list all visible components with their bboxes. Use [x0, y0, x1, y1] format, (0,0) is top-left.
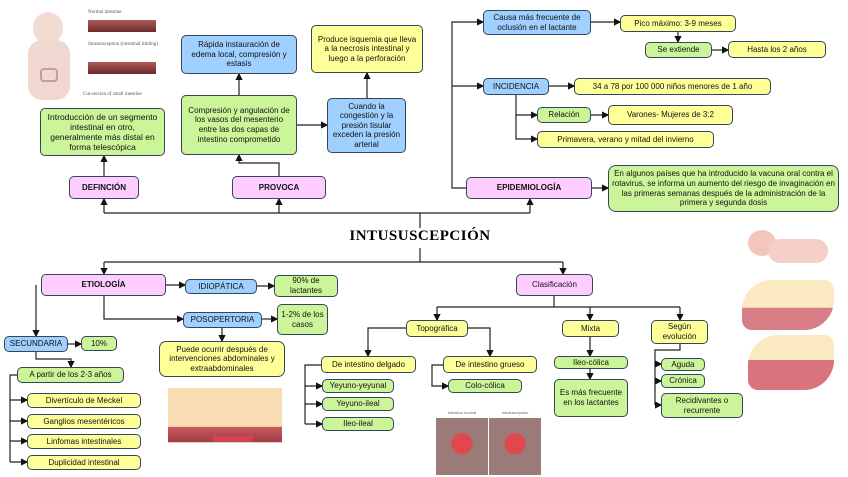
grueso-node: De intestino grueso	[443, 356, 537, 373]
connector-arrow	[35, 352, 75, 369]
causa-item: Duplicidad intestinal	[27, 455, 141, 470]
pico-node: Pico máximo: 3-9 meses	[620, 15, 736, 32]
produce-node: Produce isquemia que lleva a la necrosis…	[311, 25, 423, 73]
image-label: Cut-section of small intestine	[83, 92, 142, 97]
mixta-node: Mixta	[562, 320, 619, 337]
image-label: Normal intestine	[88, 10, 122, 15]
evolucion-item: Crónica	[661, 374, 705, 388]
delgado-item: Ileo-ileal	[322, 417, 394, 431]
connector-arrow	[451, 18, 485, 189]
idiopatica-node: IDIOPÁTICA	[185, 279, 257, 294]
etiologia-node: ETIOLOGÍA	[41, 274, 166, 296]
connector-arrow	[515, 95, 539, 143]
secundaria-node: SECUNDARIA	[4, 336, 68, 352]
diagram-title: INTUSUSCEPCIÓN	[349, 228, 491, 244]
incidencia-node: INCIDENCIA	[483, 78, 549, 95]
a-partir-node: A partir de los 2-3 años	[17, 367, 124, 383]
ileocolica-node: Ileo-cólica	[554, 356, 628, 369]
compresion-node: Compresión y angulación de los vasos del…	[181, 95, 297, 155]
vacuna-node: En algunos países que ha introducido la …	[608, 165, 839, 212]
connector-arrow	[103, 296, 185, 323]
connector-arrow	[431, 364, 450, 390]
connector-arrow	[364, 327, 406, 358]
image-label: Intususcepción	[501, 410, 529, 415]
image-label: Intussusception (intestinal folding)	[88, 42, 158, 47]
definicion-node: DEFINCIÓN	[69, 176, 139, 199]
normal-intestine-image: Intestino normal	[436, 410, 488, 475]
intussusception-image: Intususcepción	[489, 410, 541, 475]
evolucion-item: Aguda	[661, 358, 705, 371]
image-label: Intestino normal	[447, 410, 477, 415]
delgado-item: Yeyuno-ileal	[322, 397, 394, 411]
delgado-item: Yeyuno-yeyunal	[322, 379, 394, 393]
causa-node: Causa más frecuente de oclusión en el la…	[483, 10, 591, 35]
causa-item: Linfomas intestinales	[27, 434, 141, 449]
connector-arrow	[9, 374, 17, 462]
connector-arrow	[304, 364, 321, 424]
grueso-item: Colo-cólica	[448, 379, 522, 393]
relacion-node: Relación	[537, 107, 591, 123]
intussusception-section-illustration	[748, 335, 834, 390]
estacion-node: Primavera, verano y mitad del invierno	[537, 131, 714, 148]
intestine-section-illustration	[742, 280, 834, 330]
connector-arrow	[235, 153, 280, 176]
clasificacion-node: Clasificación	[516, 274, 593, 296]
cuando-node: Cuando la congestión y la presión tisula…	[327, 98, 406, 153]
provoca-node: PROVOCA	[232, 176, 326, 199]
rapida-node: Rápida instauración de edema local, comp…	[181, 35, 297, 74]
evolucion-node: Según evolución	[651, 320, 708, 344]
intestine-telescoping-illustration	[168, 388, 282, 465]
posopertoria-node: POSOPERTORIA	[183, 312, 262, 328]
causa-item: Divertículo de Meckel	[27, 393, 141, 408]
secundaria-pct: 10%	[81, 336, 117, 351]
evolucion-item: Recidivantes o recurrente	[661, 393, 743, 418]
infant-illustration	[738, 225, 838, 275]
idiopatica-pct: 90% de lactantes	[274, 275, 338, 297]
definition-text: Introducción de un segmento intestinal e…	[40, 108, 165, 156]
topografica-node: Topográfica	[406, 320, 468, 337]
ileocolica-nota: Es más frecuente en los lactantes	[554, 379, 628, 417]
delgado-node: De intestino delgado	[321, 356, 416, 373]
incidencia-valor: 34 a 78 por 100 000 niños menores de 1 a…	[574, 78, 771, 95]
hasta-node: Hasta los 2 años	[728, 41, 826, 58]
extiende-node: Se extiende	[645, 42, 712, 58]
child-intestine-illustration: Normal intestine Intussusception (intest…	[28, 10, 163, 102]
connector-arrow	[468, 327, 494, 358]
causa-item: Ganglios mesentéricos	[27, 414, 141, 429]
posopertoria-text: Puede ocurrir después de intervenciones …	[159, 341, 285, 377]
varones-node: Varones- Mujeres de 3:2	[608, 105, 733, 125]
epidemiologia-node: EPIDEMIOLOGÍA	[466, 177, 592, 199]
posopertoria-pct: 1-2% de los casos	[277, 304, 328, 335]
